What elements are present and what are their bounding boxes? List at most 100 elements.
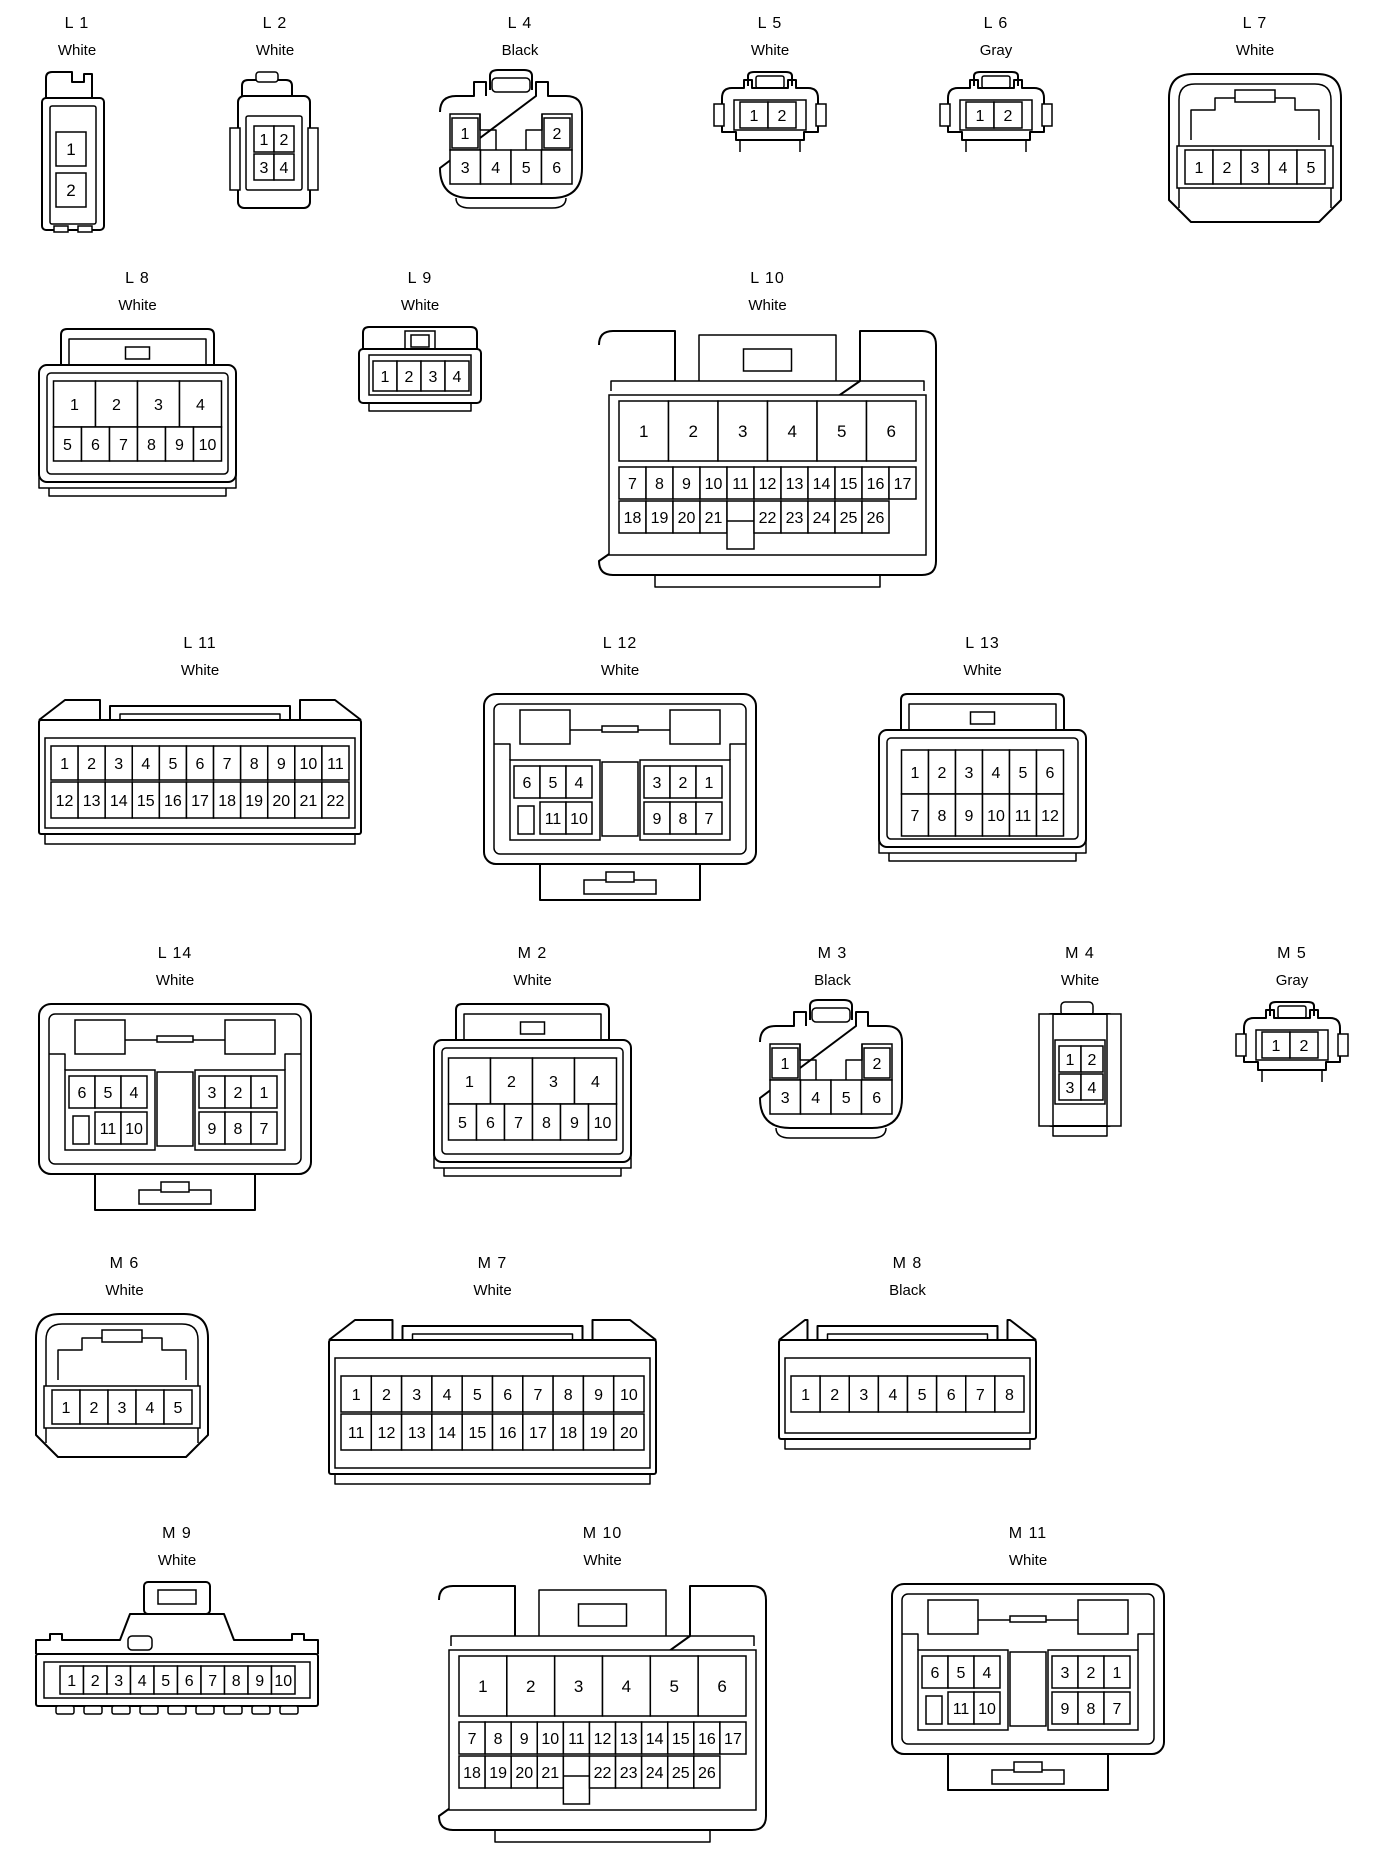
pin-label: 14 [813,476,831,493]
housing-outline [157,1589,197,1605]
pin-cell [719,1721,747,1755]
connector-title: M 3 [817,945,848,962]
pin-cell [120,1111,148,1145]
pin-cell [649,1655,699,1717]
housing-outline [1052,1126,1108,1137]
pin-cell [816,400,868,462]
connector-color: White [600,662,640,679]
pin-label: 12 [1041,808,1059,825]
pin-label: 20 [272,793,290,810]
pin-label: 16 [499,1425,517,1442]
housing-outline [368,403,472,412]
pin-label: 8 [542,1115,551,1132]
pin-cell [120,1075,148,1109]
housing-outline [726,500,755,550]
pin-cell [52,426,83,462]
pin-cell [888,466,917,500]
pin-label: 22 [759,510,777,527]
pin-label: 4 [983,1665,992,1682]
pin-label: 8 [679,811,688,828]
pin-label: 5 [174,1400,183,1417]
pin-label: 12 [378,1425,396,1442]
housing-outline [784,1439,1031,1450]
pin-label: 6 [931,1665,940,1682]
pin-label: 19 [590,1425,608,1442]
pin-label: 14 [438,1425,456,1442]
pin-cell [601,1655,652,1717]
pin-label: 2 [507,1074,516,1091]
pin-label: 11 [348,1425,365,1442]
pin-label: 4 [575,775,584,792]
pin-label: 10 [978,1701,996,1718]
pin-label: 5 [522,160,531,177]
pin-label: 6 [196,756,205,773]
housing-outline [1243,1009,1341,1071]
connector-title: M 6 [109,1255,140,1272]
connector-color: White [1060,972,1100,989]
pin-cell [865,400,917,462]
housing-outline [809,999,853,1020]
housing-outline [713,103,725,127]
pin-label: 1 [67,1673,76,1690]
housing-outline [1269,1001,1315,1016]
housing-outline [195,1705,215,1715]
pin-label: 21 [299,793,317,810]
pin-label: 6 [887,422,896,441]
pin-label: 13 [786,476,804,493]
pin-cell [981,793,1011,837]
pin-cell [699,466,728,500]
pin-label: 16 [867,476,885,493]
housing-outline [981,75,1011,89]
housing-outline [610,380,925,391]
pin-label: 21 [705,510,723,527]
pin-label: 2 [405,369,414,386]
pin-cell [877,1375,909,1413]
pin-label: 24 [813,510,831,527]
housing-outline [878,835,1087,854]
connector-color: Black [814,972,851,989]
pin-label: 2 [778,108,787,125]
pin-cell [131,781,161,819]
pin-cell [1035,793,1065,837]
connector-color: White [473,1282,512,1299]
pin-cell [458,1655,508,1717]
pin-label: 4 [491,160,500,177]
pin-label: 1 [62,1400,71,1417]
pin-label: 2 [873,1056,882,1073]
pin-label: 9 [570,1115,579,1132]
pin-cell [553,1655,604,1717]
pin-cell [726,466,755,500]
housing-outline [72,1115,90,1145]
pin-label: 10 [987,808,1005,825]
connector-color: White [1235,42,1275,59]
pin-label: 13 [83,793,101,810]
pin-label: 7 [260,1121,269,1138]
pin-cell [834,500,863,534]
housing-outline [742,348,793,372]
connector-color: Gray [1275,972,1309,989]
pin-label: 2 [280,132,289,149]
pin-cell [900,793,930,837]
pin-label: 4 [196,397,205,414]
pin-label: 18 [463,1765,481,1782]
housing-outline [577,1603,628,1627]
pin-label: 17 [191,793,209,810]
pin-label: 14 [646,1731,664,1748]
housing-outline [1009,1651,1047,1727]
pin-cell [420,360,446,392]
pin-label: 6 [872,1090,881,1107]
pin-label: 13 [620,1731,638,1748]
housing-outline [601,761,639,837]
pin-label: 4 [1279,160,1288,177]
